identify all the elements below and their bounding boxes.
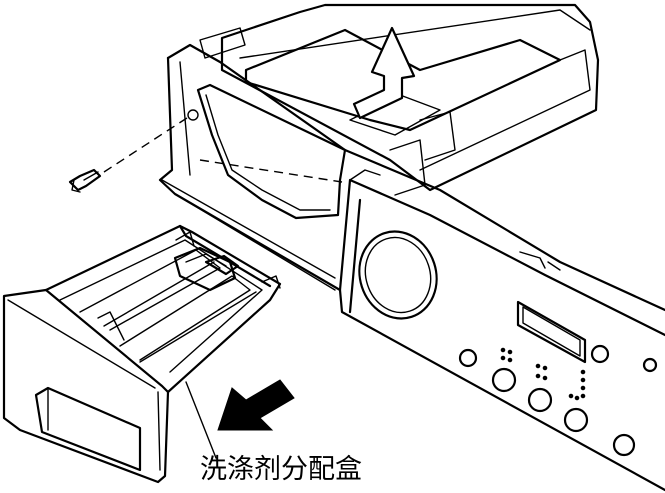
display-window	[516, 300, 587, 364]
program-knob	[358, 230, 438, 320]
upper-machine-housing	[199, 3, 600, 196]
screw-icon	[68, 168, 102, 193]
detergent-drawer	[2, 224, 282, 484]
panel-buttons	[458, 344, 658, 457]
control-panel	[158, 43, 665, 492]
screw-alignment-line	[103, 115, 191, 173]
arrow-pull-out-icon	[217, 379, 295, 431]
callout-leader-line	[185, 381, 217, 459]
arrow-up-icon	[352, 26, 416, 120]
drawer-alignment-line	[199, 159, 343, 183]
detergent-drawer-label: 洗涤剂分配盒	[200, 454, 362, 485]
